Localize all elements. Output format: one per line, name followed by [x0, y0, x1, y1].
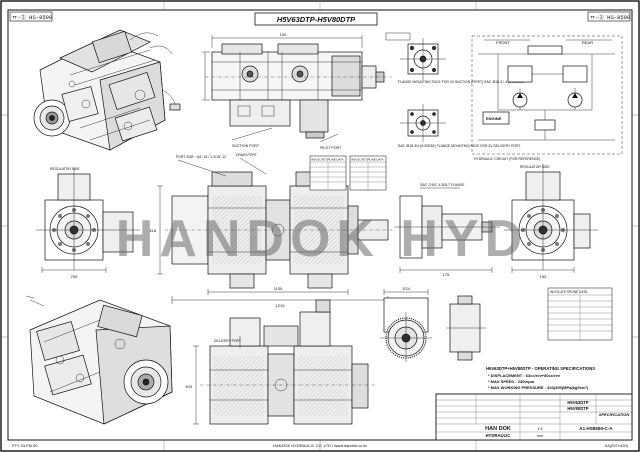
spec-line-2: * MAX SPEED : 2300rpm	[488, 379, 535, 384]
specifications: H5V63DTP+H5V80DTP - OPERATING SPECIFICAT…	[486, 366, 595, 390]
dim-text-overall-length: 1215	[276, 303, 286, 308]
title-block: H5V63DTP H5V80DTP SPECIFICATION HAN DOK …	[435, 393, 633, 441]
spline-table-bottom: INVOLUTE SPLINE DATA	[547, 287, 613, 341]
shaft-detail: 1124	[380, 287, 486, 362]
dim-text-shaft: 1124	[402, 287, 410, 291]
engine-label: ENGINE	[486, 116, 502, 121]
footer: FFY 03 FM 00 HANDOK HYDRAULIC CO.,LTD / …	[12, 443, 629, 448]
corner-code-mirror: ㅠ-② HS-8590	[587, 11, 631, 22]
front-view-bottom: 403 DELIVERY PORT	[185, 299, 376, 425]
footer-text: HANDOK HYDRAULIC CO.,LTD / www.handok.co…	[273, 443, 367, 448]
tb-model-2: H5V80DTP	[567, 406, 588, 411]
tb-doc-type: SPECIFICATION	[599, 412, 630, 417]
spline-right-label: INVOLUTE SPLINE DATA	[351, 158, 384, 162]
delivery-port-label: DELIVERY PORT	[214, 339, 241, 343]
spline-left-label: INVOLUTE SPLINE DATA	[311, 158, 344, 162]
footer-left-code: FFY 03 FM 00	[12, 443, 38, 448]
dim-text-right-section: 175	[443, 272, 450, 277]
tb-drawing-no: A1 HS8590-C-A	[579, 426, 613, 431]
suction-port-label: SUCTION PORT	[232, 144, 260, 148]
spec-line-3: * MAX WORKING PRESSURE : 343(350)MPa(kgf…	[488, 385, 589, 390]
flange-bottom-label: SAE J518-3/4 (CODE62) FLANGE MOUNTING FA…	[398, 144, 520, 148]
dim-text-bottom-height: 403	[185, 384, 192, 389]
mounting-flange-label: SAE J744C 4-BOLT FLANGE	[420, 183, 465, 187]
footer-right-code: A3(297×420)	[605, 443, 629, 448]
tb-scale: 1:4	[537, 427, 542, 431]
corner-code-text: ㅠ-② HS-8590	[12, 13, 52, 21]
spec-line-1: * DISPLACEMENT : 63cc/rev+80cc/rev	[488, 373, 561, 378]
rear-label: REAR	[582, 40, 593, 45]
isometric-view-top	[33, 29, 181, 151]
drain-port-label: DRAIN PORT	[236, 153, 257, 157]
hydraulic-circuit: FRONT REAR ENGINE HYDRAULIC CIRCUIT (FOR…	[471, 35, 623, 161]
drawing-title: H5V63DTP-H5V80DTP	[254, 12, 378, 26]
dim-text-top-1: 190	[280, 32, 287, 37]
corner-code-mirror-text: ㅠ-② HS-8590	[590, 13, 630, 21]
regulator-right-label: REGULATOR SIDE	[520, 165, 550, 169]
tb-company-sub: HYDRAULIC	[486, 433, 511, 438]
isometric-view-bottom	[25, 295, 173, 425]
end-view-left: 230 REGULATOR SIDE	[36, 167, 140, 279]
flange-top-label: FLANGE MOUNTING FACE FOR 4V SUCTION (FIR…	[398, 80, 524, 84]
side-view-center: 1215 1135 418 PORT SIZE : 3/4"-16 / 1-3/…	[149, 153, 396, 308]
port-note-label: PORT SIZE : 3/4"-16 / 1-3/16"-12	[176, 155, 226, 159]
end-view-right: 190 REGULATOR SIDE	[504, 164, 598, 279]
tb-model: H5V63DTP	[567, 400, 588, 405]
watermark: HANDOK HYD	[116, 210, 528, 268]
section-view-right: 175 SAE J744C 4-BOLT FLANGE	[394, 183, 500, 277]
hydraulic-circuit-label: HYDRAULIC CIRCUIT (FOR REFERENCE)	[474, 157, 540, 161]
drawing-title-text: H5V63DTP-H5V80DTP	[277, 15, 356, 24]
corner-code: ㅠ-② HS-8590	[9, 11, 53, 22]
dim-text-height: 418	[149, 228, 156, 233]
flange-detail: FLANGE MOUNTING FACE FOR 4V SUCTION (FIR…	[385, 32, 524, 148]
regulator-left-label: REGULATOR SIDE	[50, 167, 80, 171]
front-label: FRONT	[496, 40, 510, 45]
pilot-port-label: PILOT PORT	[320, 146, 342, 150]
spline-table-left: INVOLUTE SPLINE DATA	[309, 155, 347, 191]
dim-text-left-width: 230	[71, 274, 78, 279]
spline-bottom-label: INVOLUTE SPLINE DATA	[550, 290, 588, 294]
spec-heading: H5V63DTP+H5V80DTP - OPERATING SPECIFICAT…	[486, 366, 595, 371]
top-view-pump: SUCTION PORT PILOT PORT 190	[202, 32, 392, 150]
tb-unit: mm	[537, 434, 543, 438]
dim-text-body-length: 1135	[274, 286, 283, 291]
tb-company: HAN DOK	[485, 426, 511, 432]
dim-text-right-width: 190	[540, 274, 547, 279]
spline-table-right: INVOLUTE SPLINE DATA	[349, 155, 387, 191]
